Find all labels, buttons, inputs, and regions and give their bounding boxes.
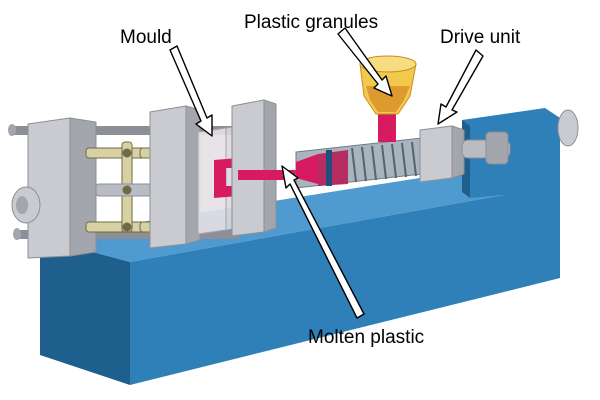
drive-housing-side — [451, 125, 465, 179]
drive-motor-end — [557, 109, 579, 147]
drive-unit — [419, 109, 579, 183]
arrow-molten-plastic — [281, 165, 365, 319]
rear-platen-side — [69, 117, 97, 257]
screw-flight — [411, 141, 417, 177]
screw-flight — [361, 146, 367, 182]
screw-flight — [401, 142, 407, 178]
screw-flight — [381, 144, 387, 180]
label-plastic-granules: Plastic granules — [244, 12, 378, 33]
drive-housing-front — [419, 125, 453, 183]
molten-plastic-channel — [238, 170, 302, 180]
arrow-plastic-granules — [337, 27, 393, 97]
nozzle-cone — [296, 154, 318, 184]
fixed-platen — [231, 99, 277, 237]
screw-flight — [371, 145, 377, 181]
heater-band — [326, 150, 332, 186]
callout-arrows — [169, 27, 484, 319]
sprue — [238, 170, 302, 180]
molten-zone — [318, 150, 348, 186]
hydraulic-cylinder-cap — [16, 196, 28, 214]
screw-flight — [351, 147, 357, 183]
rear-platen — [11, 117, 97, 259]
moving-platen-front — [149, 105, 187, 249]
toggle-link — [85, 147, 145, 159]
toggle-link — [85, 221, 145, 233]
label-mould: Mould — [120, 27, 172, 48]
plastic-granules-fill — [366, 86, 410, 112]
arrow-drive-unit — [437, 49, 484, 125]
labels: Mould Plastic granules Drive unit Molten… — [120, 12, 521, 348]
fixed-platen-side — [263, 99, 277, 233]
base-rear-block — [462, 108, 560, 198]
label-molten-plastic: Molten plastic — [308, 327, 424, 348]
label-drive-unit: Drive unit — [440, 27, 521, 48]
screw-flight — [391, 143, 397, 179]
fixed-platen-front — [231, 99, 265, 237]
tie-bar-lower-end — [13, 228, 21, 240]
tie-bar-upper-end — [8, 124, 16, 136]
base-front-face — [40, 238, 130, 385]
moving-platen — [149, 105, 201, 249]
arrow-mould — [169, 45, 213, 137]
rear-platen-front — [27, 117, 71, 259]
toggle-pin — [122, 222, 132, 232]
drive-coupling — [485, 131, 509, 165]
toggle-pin — [122, 185, 132, 195]
toggle-pin — [122, 148, 132, 158]
hopper-neck — [378, 112, 396, 142]
